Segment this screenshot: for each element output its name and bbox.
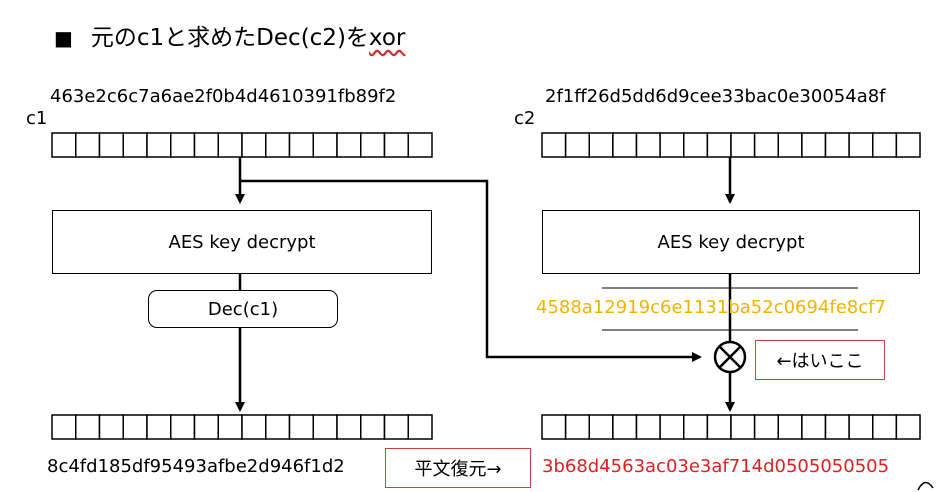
block-cell [753,132,780,158]
block-cell [98,414,124,440]
block-cell [564,132,591,158]
c1-hex-value: 463e2c6c7a6ae2f0b4d4610391fb89f2 [50,86,397,107]
right-output-hex-value: 3b68d4563ac03e3af714d0505050505 [542,456,890,477]
block-cell [801,132,827,158]
block-cell [217,132,243,158]
c2-label: c2 [514,108,536,129]
block-cell [635,414,661,440]
block-cell [612,132,638,158]
block-cell [824,414,850,440]
block-cell [895,414,921,440]
xor-circle-icon [713,340,747,374]
block-cell [801,414,827,440]
block-cell [564,414,591,440]
block-cell [288,414,314,440]
block-cell [217,414,243,440]
block-cell [51,414,77,440]
xor-callout-box: ←はいここ [755,340,885,380]
dec-c2-hex-value: 4588a12919c6e1131ba52c0694fe8cf7 [536,297,886,318]
block-cell [193,132,219,158]
block-cell [170,132,196,158]
block-cell [75,414,101,440]
block-cell [895,132,921,158]
block-cell [730,132,756,158]
block-cell [659,414,685,440]
block-cell [659,132,685,158]
block-cell [872,132,898,158]
block-cell [848,132,874,158]
block-cell [360,414,386,440]
block-cell [848,414,874,440]
block-cell [193,414,219,440]
block-cell [241,414,267,440]
block-cell [241,132,267,158]
c1-block-bar [51,132,433,158]
c1-label: c1 [26,108,48,129]
block-cell [170,414,196,440]
block-cell [383,414,409,440]
block-cell [706,414,732,440]
block-cell [146,132,172,158]
block-cell [288,132,314,158]
c1-branch-to-xor-arrow [240,179,702,362]
block-cell [872,414,898,440]
block-cell [265,132,291,158]
block-cell [635,132,661,158]
c2-hex-value: 2f1ff26d5dd6d9cee33bac0e30054a8f [545,86,886,107]
block-cell [336,132,362,158]
block-cell [777,414,803,440]
block-cell [407,132,433,158]
block-cell [706,132,732,158]
right-output-block-bar [541,414,921,440]
block-cell [824,132,850,158]
block-cell [75,132,101,158]
block-cell [360,132,386,158]
slide-title: ■ 元のc1と求めたDec(c2)をxor [54,18,405,52]
block-cell [407,414,433,440]
left-aes-decrypt-box: AES key decrypt [52,210,432,274]
block-cell [588,132,614,158]
block-cell [383,132,409,158]
block-cell [122,414,148,440]
block-cell [730,414,756,440]
block-cell [265,414,291,440]
block-cell [51,132,77,158]
block-cell [612,414,638,440]
block-cell [541,132,567,158]
block-cell [683,132,709,158]
left-output-hex-value: 8c4fd185df95493afbe2d946f1d2 [47,456,345,477]
title-text: 元のc1と求めたDec(c2)を [90,25,369,51]
block-cell [753,414,780,440]
dec-c1-box: Dec(c1) [148,290,338,328]
c2-block-bar [541,132,921,158]
bullet-square-icon: ■ [54,26,73,50]
block-cell [336,414,362,440]
block-cell [541,414,567,440]
corner-mark-icon [917,481,934,491]
block-cell [146,414,172,440]
plaintext-restore-label: 平文復元→ [385,448,531,488]
left-output-block-bar [51,414,433,440]
title-xor-word: xor [368,25,406,51]
block-cell [122,132,148,158]
right-aes-decrypt-box: AES key decrypt [542,210,920,274]
block-cell [588,414,614,440]
block-cell [777,132,803,158]
block-cell [312,132,338,158]
block-cell [98,132,124,158]
block-cell [312,414,338,440]
block-cell [683,414,709,440]
